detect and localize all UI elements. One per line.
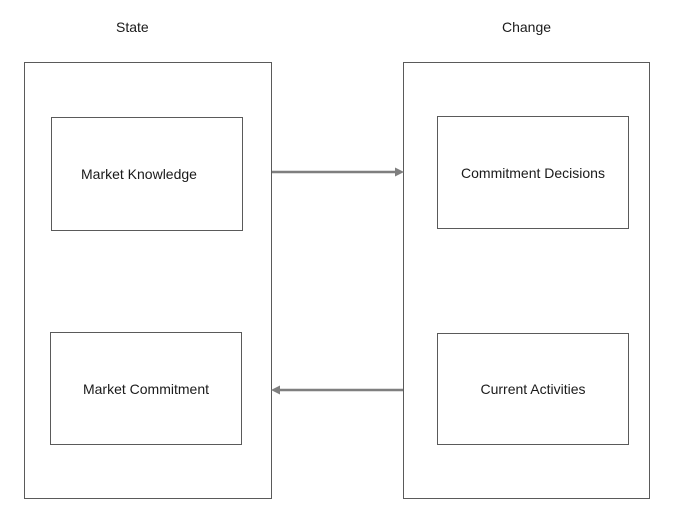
commitment-decisions-node: Commitment Decisions: [437, 116, 629, 229]
change-column-title: Change: [502, 19, 552, 35]
arrow-knowledge-to-decisions: [272, 167, 404, 177]
commitment-decisions-label: Commitment Decisions: [461, 164, 605, 181]
market-commitment-label: Market Commitment: [82, 380, 210, 397]
arrow-activities-to-commitment-head: [271, 385, 280, 395]
state-column-title: State: [116, 19, 149, 35]
current-activities-label: Current Activities: [480, 381, 586, 397]
arrow-activities-to-commitment: [271, 385, 403, 395]
market-knowledge-label: Market Knowledge: [81, 166, 197, 182]
market-commitment-node: Market Commitment: [50, 332, 242, 445]
current-activities-node: Current Activities: [437, 333, 629, 445]
market-knowledge-node: Market Knowledge: [51, 117, 243, 231]
arrow-knowledge-to-decisions-head: [395, 167, 404, 177]
